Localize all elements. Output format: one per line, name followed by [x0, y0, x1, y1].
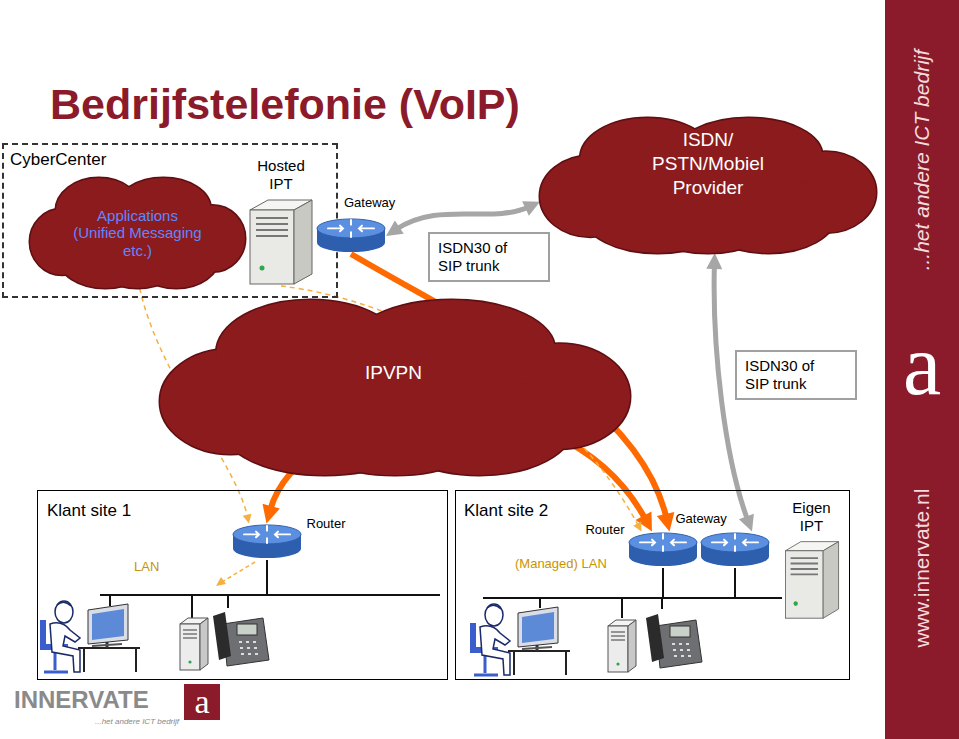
cloud-fill [540, 118, 876, 253]
trunk-label-box: ISDN30 of SIP trunk [428, 232, 550, 282]
connector-line [395, 206, 530, 229]
shape-part [250, 210, 294, 284]
diagram-title: Bedrijfstelefonie (VoIP) [50, 80, 520, 129]
cloud-part [301, 388, 489, 476]
node-text: a [903, 322, 941, 408]
brand-band: ...het andere ICT bedrijf a www.innervate.… [885, 0, 959, 739]
gateway-router: Gateway [316, 218, 386, 254]
server-icon: Hosted IPT [246, 196, 316, 286]
cloud-shape [160, 300, 630, 475]
shape-part [256, 218, 288, 236]
node-text: CyberCenter [10, 150, 106, 170]
node-text: Gateway [676, 511, 727, 526]
free-label: ...het andere ICT bedrijf [95, 717, 179, 726]
drawing-part [470, 604, 570, 675]
arrow-head [706, 253, 722, 269]
free-label: LAN [134, 559, 159, 574]
node-text: Applications (Unified Messaging etc.) [71, 207, 204, 259]
free-label: INNERVATE [14, 686, 149, 714]
cloud-fill [160, 300, 630, 475]
shape-part [260, 266, 265, 271]
arrow-head [263, 504, 280, 524]
node-text: Router [585, 522, 624, 537]
router-symbol [700, 532, 770, 568]
arrow-head [657, 512, 675, 532]
node-text: ...het andere ICT bedrijf [910, 50, 934, 271]
shape-part [823, 541, 838, 618]
node-text: Router [307, 516, 346, 531]
node-text: ISDN/ PSTN/Mobiel Provider [641, 128, 776, 199]
connector [386, 201, 540, 236]
shape-part [701, 532, 769, 551]
router-icon: Router [628, 532, 698, 568]
customer-site: Klant site 2RouterGatewayEigen IPT [455, 490, 850, 680]
node-text: ISDN30 of SIP trunk [745, 357, 830, 393]
node-text: Klant site 1 [47, 501, 131, 521]
router-symbol [232, 524, 302, 560]
drawing-part [213, 612, 269, 666]
shape-part [793, 601, 797, 606]
drawing-part [100, 560, 440, 618]
site-two-lan [470, 568, 782, 675]
cloud-outline [160, 300, 630, 475]
arrow-head [633, 521, 641, 531]
drawing-part [216, 577, 226, 586]
cloud-outline [30, 178, 245, 288]
shape-part [244, 525, 290, 542]
free-label: (Managed) LAN [515, 556, 607, 571]
hosting-center: CyberCenterApplications (Unified Messagi… [2, 143, 338, 298]
arrow-head [522, 201, 540, 216]
shape-part [328, 220, 374, 237]
arrow-head [386, 220, 404, 236]
shape-part [629, 532, 697, 551]
shape-part [294, 200, 312, 284]
router-symbol [316, 218, 386, 254]
shape-part [317, 219, 385, 238]
drawing-part [222, 562, 255, 582]
drawing-part [483, 568, 782, 618]
customer-site: Klant site 1 Router [37, 490, 448, 680]
shape-part [640, 533, 686, 550]
server-icon: Eigen IPT [782, 538, 842, 620]
cloud-outline [540, 118, 876, 253]
node-text: ISDN30 of SIP trunk [438, 239, 523, 275]
node-text: a [194, 685, 209, 719]
site-one-lan [40, 560, 440, 672]
router-symbol [628, 532, 698, 568]
node-text: www.innervate.nl [910, 489, 934, 648]
node-text: Gateway [344, 195, 395, 210]
cloud-part [301, 388, 489, 476]
drawing-part [608, 620, 636, 672]
logo-square: a [184, 684, 220, 720]
shape-part [712, 533, 758, 550]
node-text: Eigen IPT [782, 499, 842, 535]
node-text: Klant site 2 [464, 501, 548, 521]
drawing-part [180, 618, 208, 670]
server-symbol [782, 538, 842, 620]
router-icon: Router [232, 524, 302, 560]
arrow-head [243, 514, 252, 524]
vpn-cloud: IPVPN [160, 300, 630, 475]
shape-part [233, 524, 301, 543]
node-text: Hosted IPT [246, 157, 316, 193]
provider-cloud: ISDN/ PSTN/Mobiel Provider [540, 118, 876, 253]
shape-part [785, 550, 823, 617]
arrow-head [739, 514, 754, 532]
drawing-part [40, 601, 140, 672]
node-text: IPVPN [365, 362, 422, 384]
drawing-part [646, 614, 702, 668]
application-cloud: Applications (Unified Messaging etc.) [30, 178, 245, 288]
gateway-router: Gateway [700, 532, 770, 568]
shape-part [790, 558, 817, 574]
server-symbol [246, 196, 316, 286]
cloud-fill [30, 178, 245, 288]
trunk-label-box: ISDN30 of SIP trunk [735, 350, 857, 400]
